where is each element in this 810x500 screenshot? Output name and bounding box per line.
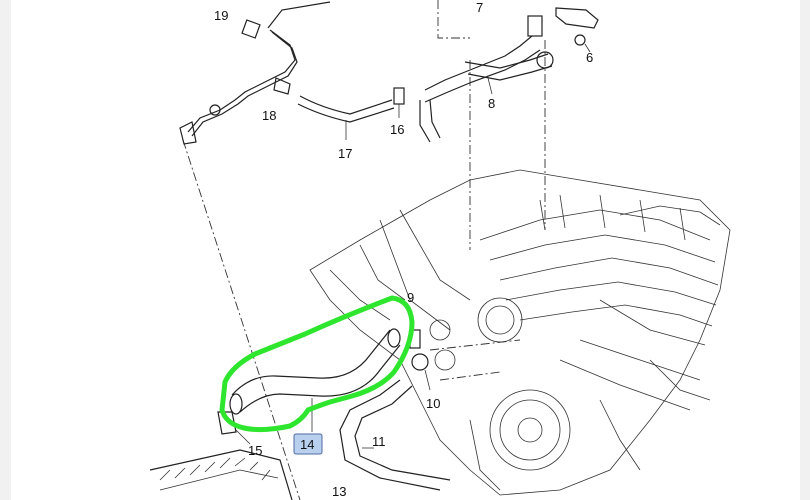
callout-15: 15 bbox=[248, 443, 262, 458]
callouts: 6 7 8 9 10 11 13 14 15 16 17 18 19 bbox=[214, 0, 593, 499]
callout-6: 6 bbox=[586, 50, 593, 65]
clamp-16 bbox=[393, 87, 405, 118]
callout-13: 13 bbox=[332, 484, 346, 499]
callout-11: 11 bbox=[372, 434, 386, 449]
radiator-corner bbox=[149, 449, 293, 500]
callout-9: 9 bbox=[407, 290, 414, 305]
callout-14: 14 bbox=[300, 437, 314, 452]
heater-pipe-assembly bbox=[179, 1, 331, 145]
dash-line-10 bbox=[439, 371, 501, 381]
callout-19: 19 bbox=[214, 8, 228, 23]
left-margin-bar bbox=[0, 0, 11, 500]
callout-14-box bbox=[293, 433, 323, 455]
dash-line-top bbox=[437, 0, 470, 39]
callout-18: 18 bbox=[262, 108, 276, 123]
hose-17 bbox=[297, 95, 395, 140]
hose-14 bbox=[229, 328, 401, 432]
clamp-10 bbox=[411, 353, 431, 391]
callout-16: 16 bbox=[390, 122, 404, 137]
fitting-6 bbox=[555, 7, 599, 53]
right-margin-bar bbox=[800, 0, 810, 500]
engine-block bbox=[309, 169, 731, 496]
callout-10: 10 bbox=[426, 396, 440, 411]
highlight-outline bbox=[219, 295, 415, 433]
dash-line-hose-left bbox=[182, 139, 301, 500]
hose-8 bbox=[419, 15, 554, 143]
callout-17: 17 bbox=[338, 146, 352, 161]
callout-7: 7 bbox=[476, 0, 483, 15]
callout-8: 8 bbox=[488, 96, 495, 111]
dash-line-9 bbox=[429, 339, 521, 351]
clamp-15 bbox=[217, 411, 251, 445]
hose-11 bbox=[339, 379, 451, 491]
